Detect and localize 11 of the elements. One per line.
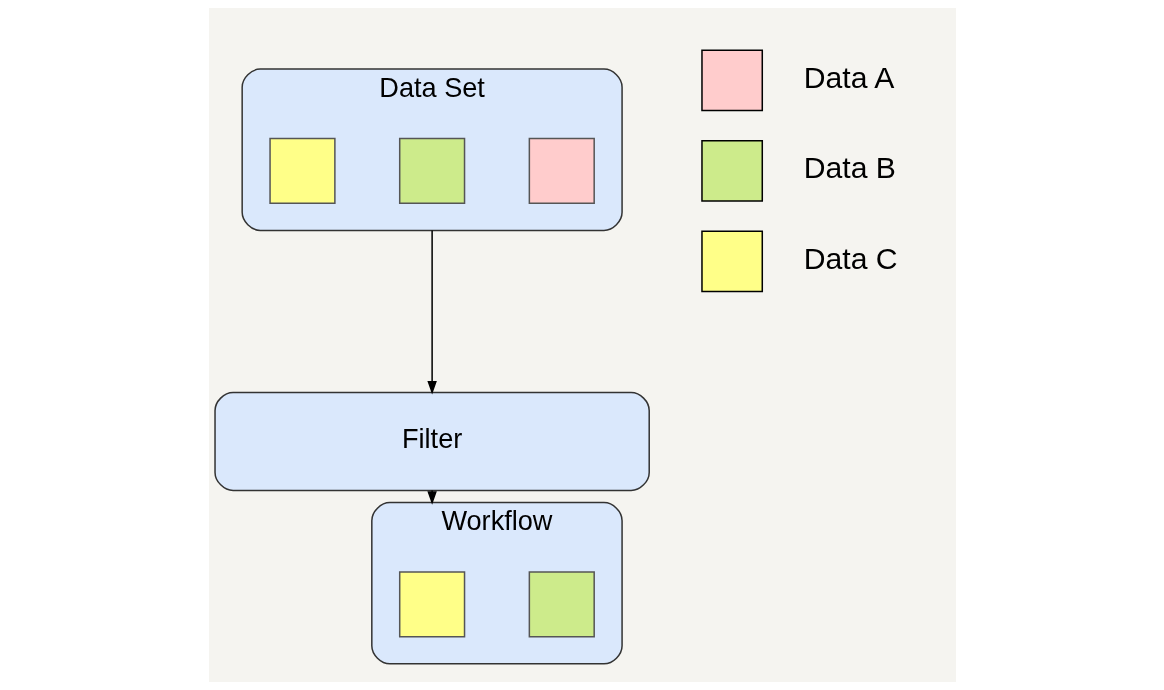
- cluster: Workflow: [370, 501, 623, 665]
- legend-label: Data A: [803, 60, 894, 94]
- legend-label: Data C: [803, 241, 898, 275]
- legend-label: Data B: [803, 151, 896, 185]
- node-box: [528, 137, 595, 205]
- node-box: [268, 137, 336, 205]
- node-box: [528, 571, 595, 638]
- arrow: [426, 229, 437, 395]
- node-box: [398, 137, 465, 205]
- node-box: [398, 571, 465, 638]
- cluster: Data Set: [240, 68, 623, 232]
